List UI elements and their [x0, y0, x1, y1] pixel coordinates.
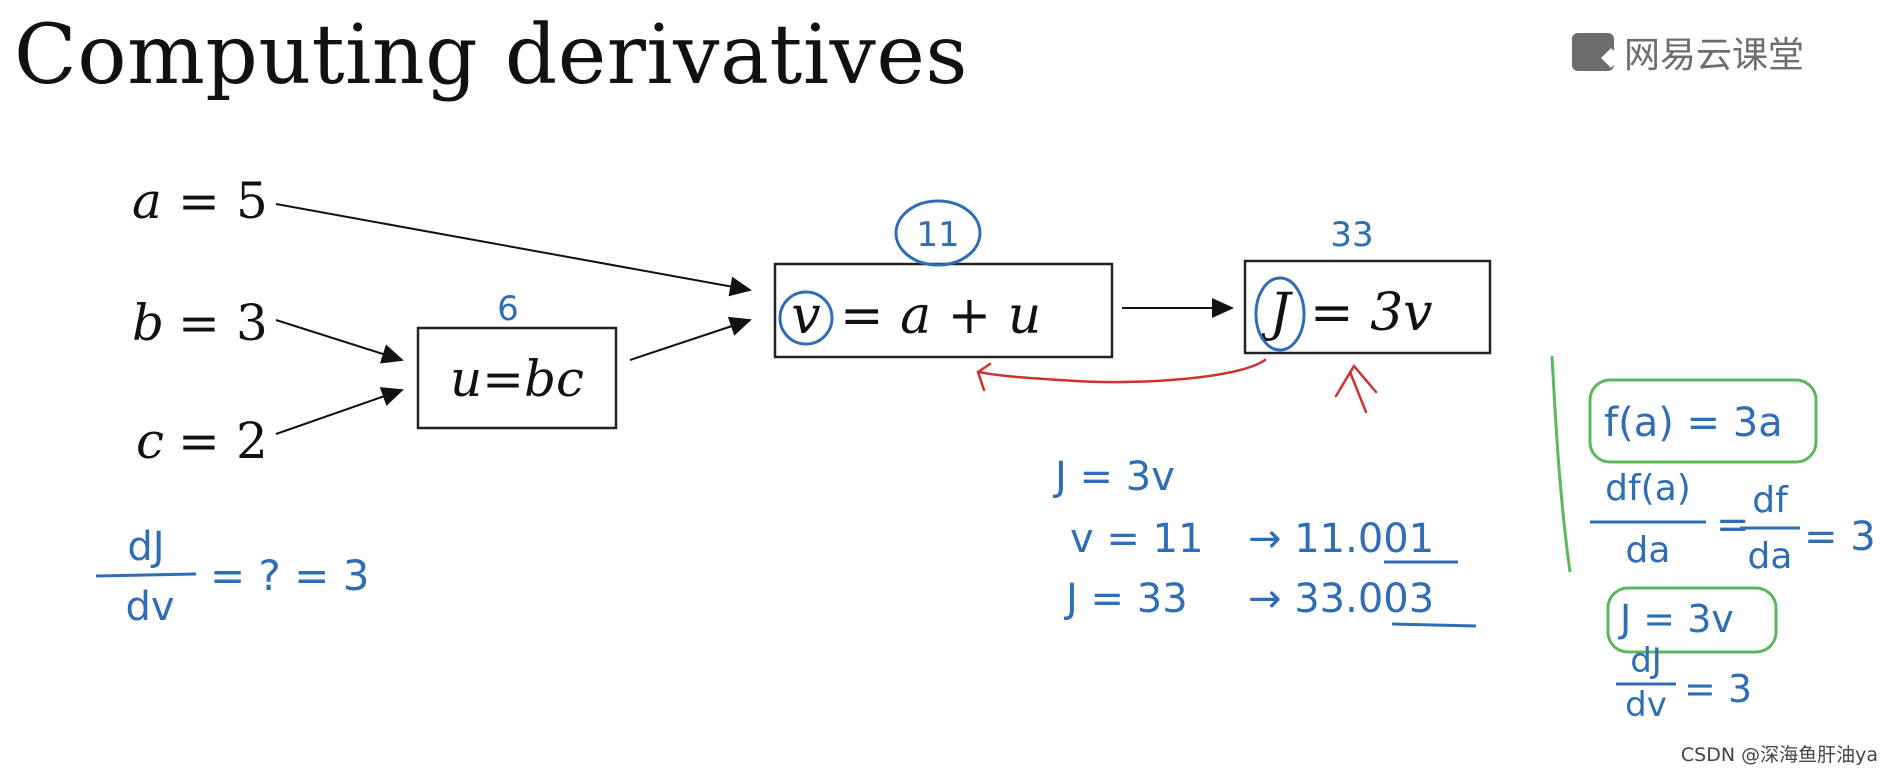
- note-mid-j-nudge: → 33.003: [1248, 576, 1434, 622]
- input-c-eq: =: [178, 412, 220, 470]
- node-v-circle: [778, 290, 834, 346]
- input-a-eq: =: [178, 172, 220, 230]
- node-v-rhs: = a + u: [840, 286, 1041, 346]
- input-b-value: 3: [236, 294, 268, 352]
- note-right-dj-num: dJ: [1630, 641, 1662, 681]
- input-c: c = 2: [136, 412, 268, 470]
- logo-text: 网易云课堂: [1624, 35, 1805, 76]
- edge-a-v: [275, 203, 752, 297]
- svg-text:=: =: [1716, 502, 1750, 548]
- edge-u-v: [629, 316, 752, 361]
- input-b: b = 3: [132, 294, 268, 352]
- input-b-eq: =: [178, 294, 220, 352]
- edge-b-u: [275, 319, 404, 364]
- backprop-arrow-j-v: [976, 358, 1267, 384]
- note-mid: J = 3v v = 11 → 11.001 J = 33 → 33.003: [1052, 454, 1477, 628]
- note-right-j-text: J = 3v: [1618, 597, 1734, 641]
- input-a: a = 5: [132, 172, 268, 230]
- note-mid-v: v = 11: [1070, 516, 1204, 562]
- note-left-num: dJ: [127, 524, 164, 570]
- note-right-dj-eq: = 3: [1684, 667, 1752, 711]
- note-right-dj-den: dv: [1625, 685, 1667, 725]
- node-j-value: 33: [1330, 215, 1373, 255]
- edges: [275, 203, 1234, 435]
- node-j-circle: [1254, 276, 1306, 352]
- backprop-strokes: [976, 358, 1378, 414]
- input-b-var: b: [132, 294, 164, 352]
- note-right-deriv-eq: = 3: [1804, 514, 1876, 560]
- input-c-value: 2: [236, 412, 268, 470]
- input-a-var: a: [132, 172, 162, 230]
- logo: 网易云课堂: [1572, 26, 1804, 78]
- note-right-den2: da: [1748, 536, 1793, 577]
- page-title: Computing derivatives: [14, 8, 968, 103]
- node-j: J = 3v 33: [1243, 215, 1492, 355]
- note-right-f-text: f(a) = 3a: [1604, 400, 1783, 446]
- node-u-value: 6: [497, 289, 519, 329]
- input-a-value: 5: [236, 172, 268, 230]
- edge-c-u: [275, 387, 404, 435]
- node-j-lhs: J: [1261, 283, 1294, 343]
- note-right-den1: da: [1626, 530, 1671, 571]
- node-v-value-circle: [894, 199, 982, 267]
- note-mid-j: J = 3v: [1052, 454, 1175, 500]
- note-right-num1: df(a): [1605, 468, 1691, 509]
- node-j-rhs: = 3v: [1310, 283, 1433, 343]
- note-right-j-box: [1606, 586, 1778, 654]
- note-mid-j2: J = 33: [1063, 576, 1188, 622]
- backprop-arrowhead-v: [976, 362, 992, 392]
- input-c-var: c: [136, 412, 164, 470]
- node-u-expr: u=bc: [450, 350, 584, 408]
- note-right-num2: df: [1752, 480, 1789, 521]
- node-v-lhs: v: [791, 286, 820, 346]
- backprop-arrow-up-shaft: [1348, 370, 1368, 414]
- note-mid-v-nudge: → 11.001: [1248, 516, 1434, 562]
- logo-icon: [1572, 33, 1614, 71]
- watermark: CSDN @深海鱼肝油ya: [1680, 744, 1878, 766]
- node-v: v = a + u 11: [773, 199, 1114, 359]
- note-left-deriv: dJ dv = ? = 3: [95, 524, 369, 630]
- backprop-arrowhead-j: [1334, 363, 1378, 398]
- node-u: u=bc 6: [416, 289, 618, 430]
- note-left-den: dv: [125, 584, 174, 630]
- note-right: f(a) = 3a df(a) da = df da = 3 J = 3v dJ…: [1550, 355, 1876, 725]
- note-right-f-box: [1588, 378, 1818, 464]
- note-left-rest: = ? = 3: [210, 551, 369, 600]
- node-v-value: 11: [916, 215, 959, 255]
